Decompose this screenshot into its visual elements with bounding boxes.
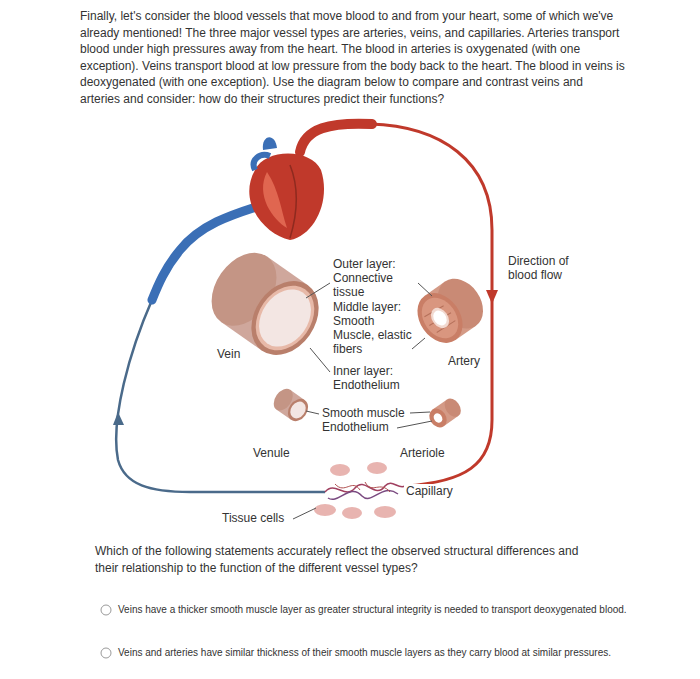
answer-option: Veins have a thicker smooth muscle layer… xyxy=(118,603,638,617)
leader-line xyxy=(397,421,432,428)
arteriole-cross-section xyxy=(426,405,451,431)
heart-illustration xyxy=(249,154,324,241)
arteriole-cross-section xyxy=(426,395,465,430)
leader-line xyxy=(306,411,319,414)
capillary-bed xyxy=(367,462,387,474)
artery-cross-section xyxy=(424,303,457,335)
leader-line xyxy=(306,283,330,298)
artery-vessel xyxy=(300,124,498,486)
capillary-bed xyxy=(314,462,405,519)
heart-illustration xyxy=(263,137,277,150)
artery-cross-section xyxy=(427,304,453,331)
capillary-bed xyxy=(328,491,398,500)
vessel-label: Artery xyxy=(448,354,480,368)
heart-illustration xyxy=(290,165,296,238)
capillary-bed xyxy=(335,482,390,492)
vein-cross-section xyxy=(237,268,332,368)
capillary-bed xyxy=(330,464,350,476)
vessel-label: Vein xyxy=(217,347,240,361)
layer-label: Middle layer: Smooth Muscle, elastic fib… xyxy=(333,300,417,356)
heart-illustration xyxy=(263,172,287,228)
answer-option: Veins and arteries have similar thicknes… xyxy=(118,646,638,660)
vessel-label: Capillary xyxy=(404,484,455,498)
leader-line xyxy=(418,283,432,296)
leader-line xyxy=(412,338,425,349)
artery-vessel xyxy=(300,124,372,152)
artery-cross-section xyxy=(408,284,472,351)
radio-button xyxy=(101,648,111,658)
artery-cross-section xyxy=(414,291,465,345)
tissue-label: Tissue cells xyxy=(222,511,284,525)
artery-cross-section xyxy=(408,270,492,352)
leader-line xyxy=(293,508,316,519)
layer-label: Endothelium xyxy=(322,420,389,434)
vein-cross-section xyxy=(248,279,321,356)
leader-line xyxy=(410,412,430,413)
capillary-bed xyxy=(342,507,362,519)
layer-label: Outer layer: Connective tissue xyxy=(333,257,418,299)
heart-illustration xyxy=(254,155,270,170)
venule-cross-section xyxy=(287,399,309,422)
intro-paragraph: Finally, let's consider the blood vessel… xyxy=(80,8,625,107)
capillary-bed xyxy=(374,506,396,518)
artery-cross-section xyxy=(430,308,449,328)
vessel-label: Venule xyxy=(253,446,290,460)
radio-button xyxy=(101,605,111,615)
radio-button xyxy=(101,605,111,658)
question-text: Which of the following statements accura… xyxy=(95,543,590,577)
venule-cross-section xyxy=(270,385,312,425)
flow-label: Direction of blood flow xyxy=(508,254,588,282)
layer-label: Inner layer: Endothelium xyxy=(333,364,418,392)
vessel-label: Arteriole xyxy=(400,446,445,460)
venule-cross-section xyxy=(284,395,313,425)
arteriole-cross-section xyxy=(432,412,444,425)
vein-vessel xyxy=(113,412,124,425)
capillary-bed xyxy=(314,504,336,516)
vein-cross-section xyxy=(244,274,327,361)
artery-vessel xyxy=(486,290,498,304)
leader-line xyxy=(310,348,330,372)
vein-cross-section xyxy=(198,240,332,367)
layer-label: Smooth muscle xyxy=(322,406,405,420)
heart-illustration xyxy=(249,137,324,240)
